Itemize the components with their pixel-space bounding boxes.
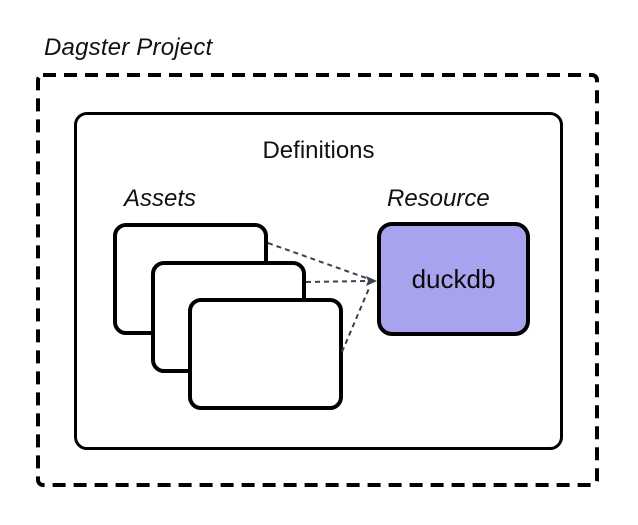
resource-box: duckdb: [377, 222, 530, 336]
definitions-label: Definitions: [262, 137, 375, 164]
resource-box-label: duckdb: [411, 263, 496, 294]
project-title: Dagster Project: [44, 34, 213, 61]
resource-label: Resource: [387, 185, 490, 212]
asset-card: [188, 298, 343, 410]
assets-label: Assets: [124, 185, 197, 212]
